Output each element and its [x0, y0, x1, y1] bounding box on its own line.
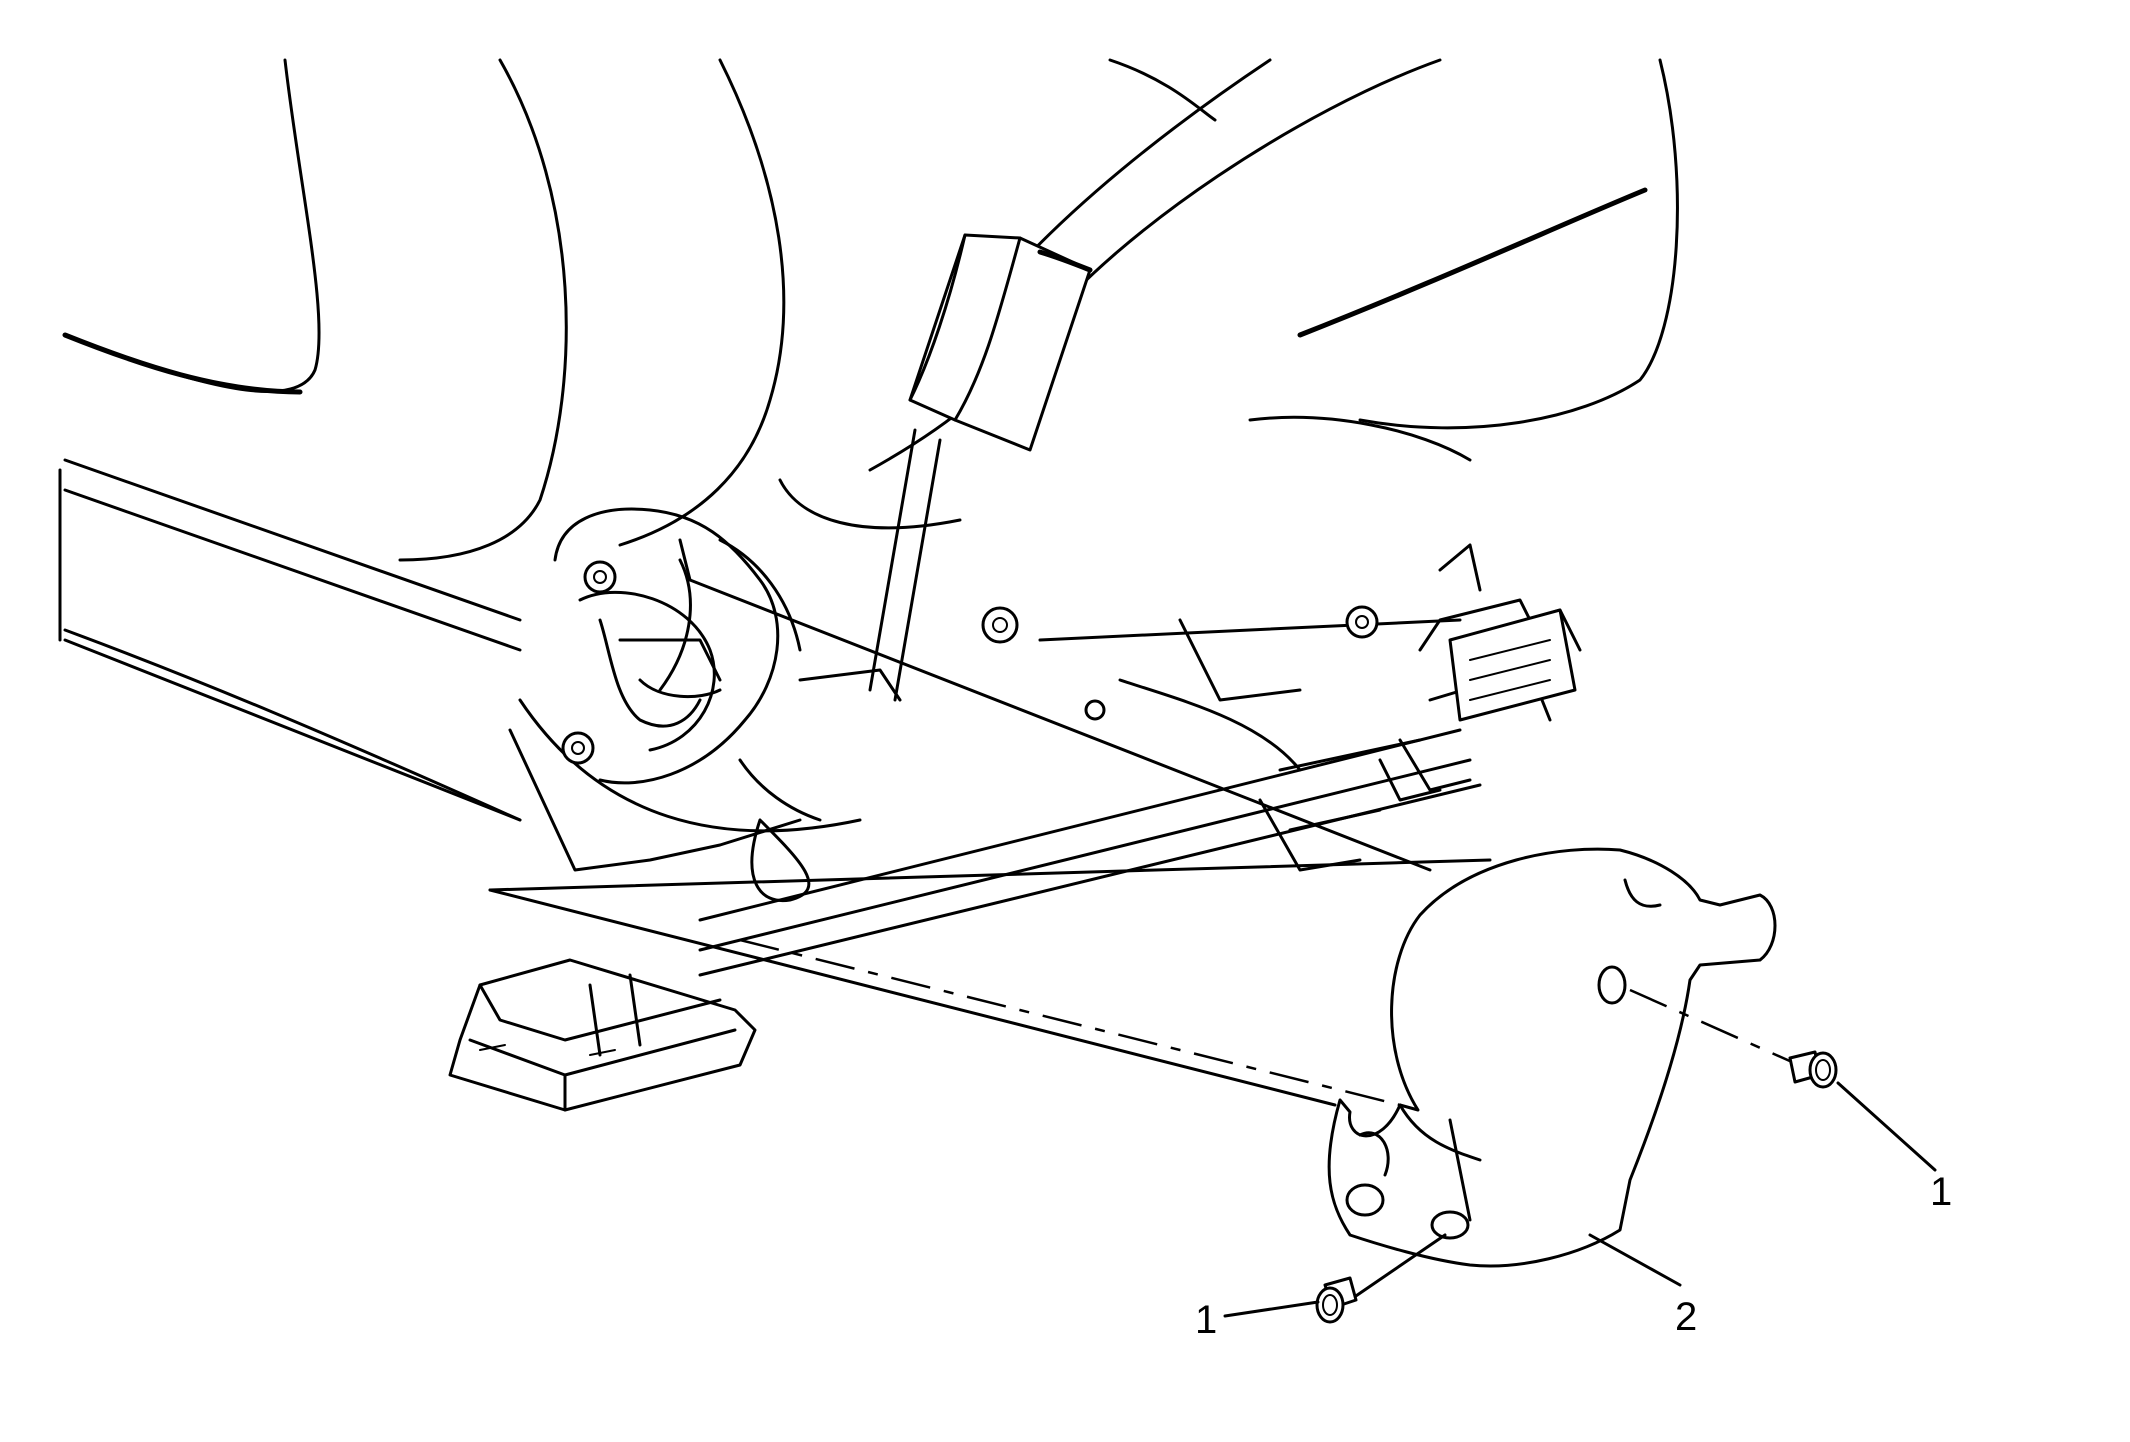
seat-belt-buckle: [868, 233, 1093, 702]
seat-cushion: [58, 58, 786, 822]
recliner-mechanism: [508, 507, 1019, 903]
seatback: [778, 58, 1679, 530]
callout-1-right: 1: [1930, 1170, 1952, 1214]
leader-fastener-left: [1223, 1300, 1320, 1318]
fastener-right: [1788, 1050, 1838, 1089]
recliner-cover: [1327, 847, 1777, 1268]
fastener-left: [1315, 1276, 1358, 1324]
leader-cover: [1588, 1233, 1682, 1287]
axis-line-right: [1629, 988, 1811, 1072]
axis-line-left: [1348, 1233, 1447, 1302]
seat-track: [698, 543, 1582, 977]
projection-lines: [488, 538, 1542, 1202]
leader-fastener-right: [1836, 1081, 1937, 1172]
callout-1-left: 1: [1195, 1298, 1217, 1342]
front-foot-cover: [448, 958, 757, 1112]
callout-2: 2: [1675, 1295, 1697, 1339]
